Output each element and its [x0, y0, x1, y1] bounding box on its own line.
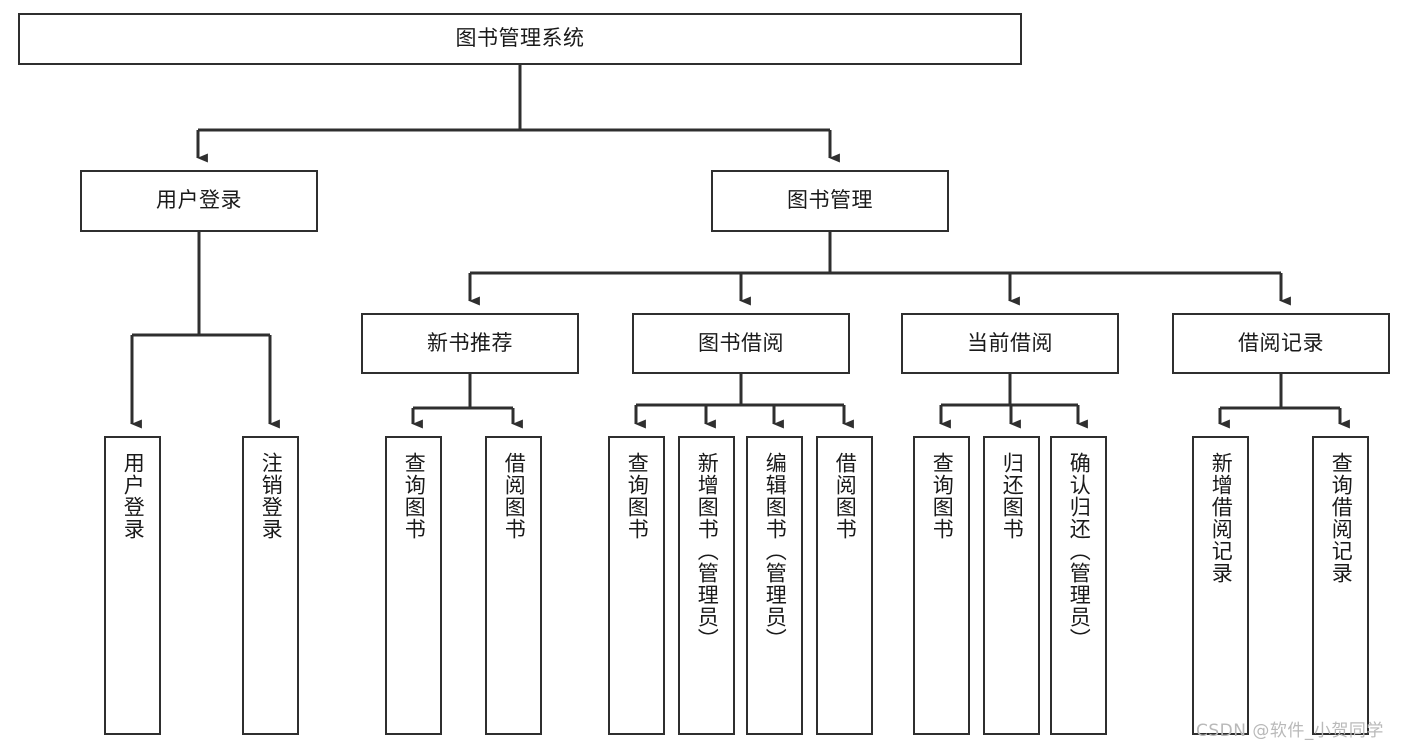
- node-root-label: 图书管理系统: [455, 26, 585, 51]
- node-new-book-recommend-label: 新书推荐: [427, 330, 513, 355]
- node-leaf-query-book-current-label: 查询图书: [930, 452, 955, 540]
- node-book-borrow[interactable]: 图书借阅: [632, 313, 850, 374]
- node-user-login[interactable]: 用户登录: [80, 170, 318, 232]
- node-leaf-add-borrow-record-label: 新增借阅记录: [1209, 452, 1234, 584]
- node-leaf-return-book-label: 归还图书: [1000, 452, 1025, 540]
- node-leaf-return-book[interactable]: 归还图书: [983, 436, 1040, 735]
- csdn-watermark: CSDN @软件_小贺同学: [1196, 721, 1384, 741]
- node-book-management[interactable]: 图书管理: [711, 170, 949, 232]
- node-leaf-borrow-book-recommend[interactable]: 借阅图书: [485, 436, 542, 735]
- node-leaf-add-book-label: 新增图书（管理员）: [695, 452, 720, 650]
- node-leaf-query-book-recommend[interactable]: 查询图书: [385, 436, 442, 735]
- node-leaf-query-book-recommend-label: 查询图书: [402, 452, 427, 540]
- node-leaf-query-borrow-record[interactable]: 查询借阅记录: [1312, 436, 1369, 735]
- node-leaf-user-login-label: 用户登录: [121, 452, 146, 540]
- node-leaf-query-book-borrow[interactable]: 查询图书: [608, 436, 665, 735]
- node-leaf-query-borrow-record-label: 查询借阅记录: [1329, 452, 1354, 584]
- node-current-borrow[interactable]: 当前借阅: [901, 313, 1119, 374]
- node-leaf-query-book-current[interactable]: 查询图书: [913, 436, 970, 735]
- node-leaf-borrow-book-recommend-label: 借阅图书: [502, 452, 527, 540]
- node-root[interactable]: 图书管理系统: [18, 13, 1022, 65]
- node-current-borrow-label: 当前借阅: [967, 330, 1053, 355]
- node-new-book-recommend[interactable]: 新书推荐: [361, 313, 579, 374]
- node-book-borrow-label: 图书借阅: [698, 330, 784, 355]
- node-leaf-confirm-return[interactable]: 确认归还（管理员）: [1050, 436, 1107, 735]
- node-leaf-logout[interactable]: 注销登录: [242, 436, 299, 735]
- node-leaf-edit-book[interactable]: 编辑图书（管理员）: [746, 436, 803, 735]
- node-borrow-record-label: 借阅记录: [1238, 330, 1324, 355]
- node-user-login-label: 用户登录: [156, 188, 242, 213]
- node-leaf-query-book-borrow-label: 查询图书: [625, 452, 650, 540]
- node-leaf-user-login[interactable]: 用户登录: [104, 436, 161, 735]
- node-leaf-logout-label: 注销登录: [259, 452, 284, 540]
- node-leaf-add-book[interactable]: 新增图书（管理员）: [678, 436, 735, 735]
- node-leaf-confirm-return-label: 确认归还（管理员）: [1067, 452, 1092, 650]
- node-leaf-edit-book-label: 编辑图书（管理员）: [763, 452, 788, 650]
- node-leaf-borrow-book[interactable]: 借阅图书: [816, 436, 873, 735]
- node-book-management-label: 图书管理: [787, 188, 873, 213]
- node-leaf-add-borrow-record[interactable]: 新增借阅记录: [1192, 436, 1249, 735]
- node-borrow-record[interactable]: 借阅记录: [1172, 313, 1390, 374]
- node-leaf-borrow-book-label: 借阅图书: [833, 452, 858, 540]
